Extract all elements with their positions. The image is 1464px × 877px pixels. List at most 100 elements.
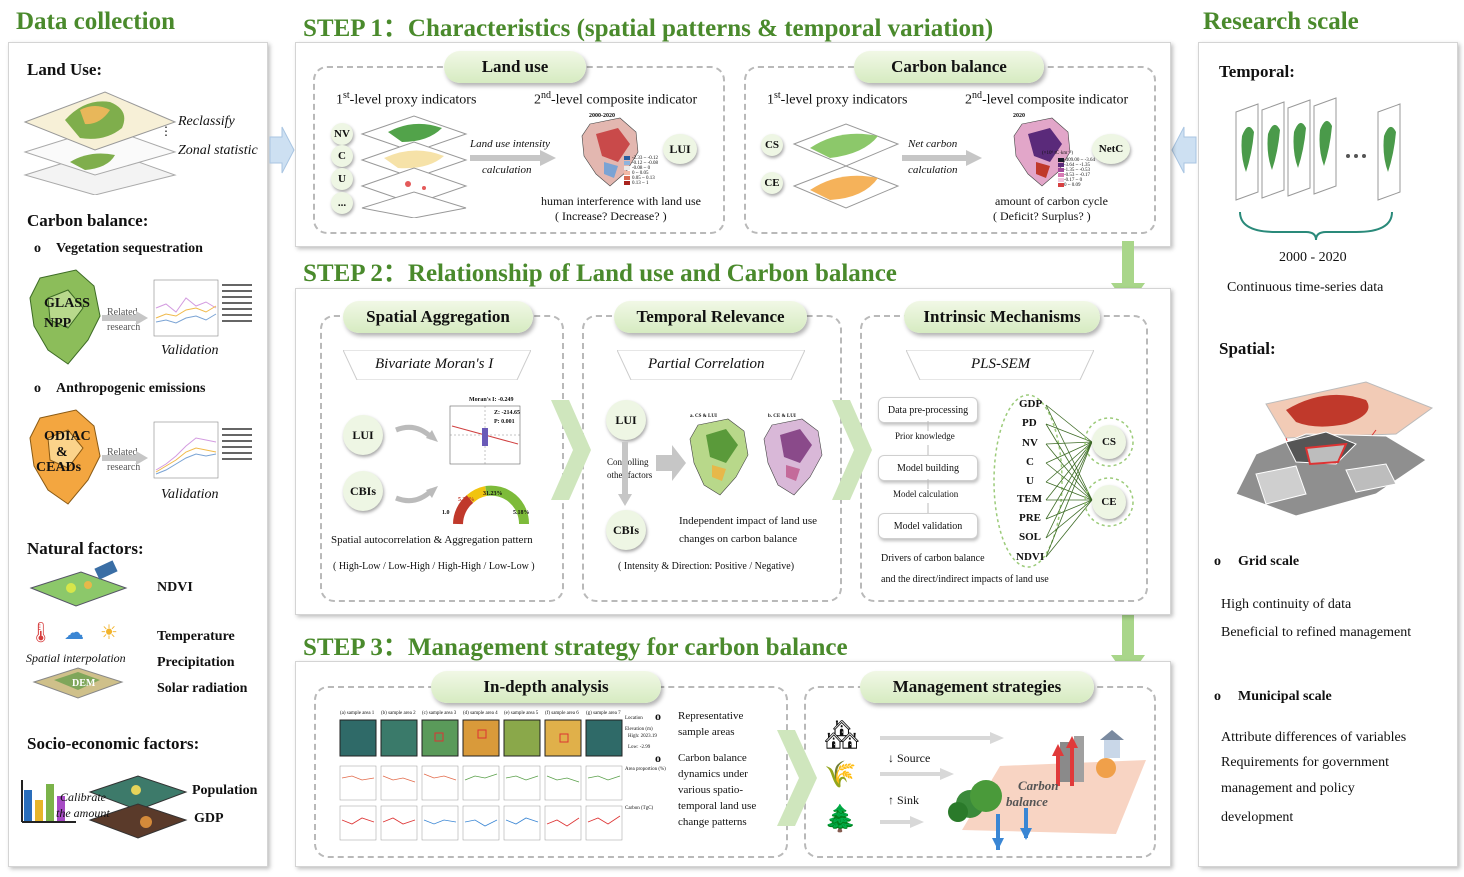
gray-arrow-icon [102, 451, 148, 465]
legend-high-label: High: 2023.19 [628, 734, 657, 739]
lui-node: LUI [663, 134, 697, 164]
gauge-c-label: 1.0 [442, 510, 450, 516]
validation-chart-2 [153, 421, 252, 479]
rain-cloud-icon: ☁ [64, 622, 84, 644]
lui-node-sa: LUI [343, 415, 383, 455]
sem-flow-line [927, 421, 929, 513]
bullet-icon: o [34, 241, 41, 256]
cb-calc-label-2: calculation [908, 164, 958, 176]
grid-line-2: Beneficial to refined management [1221, 625, 1412, 640]
cb-indicator-cs: CS [761, 134, 783, 156]
research-label-1: research [107, 322, 141, 333]
sample-area-charts [339, 765, 623, 841]
sem-step-calculation: Model calculation [893, 489, 959, 499]
temperature-label: Temperature [157, 629, 235, 644]
carbon-balance-label: Carbon balance: [27, 211, 149, 230]
land-use-layers-image [23, 91, 177, 195]
left-blue-arrow-icon [1171, 126, 1197, 174]
validation-label-2: Validation [161, 487, 219, 502]
related-label-2: Related [107, 447, 138, 458]
carbon-word-label: Carbon [1018, 778, 1059, 793]
sem-var-gdp: GDP [1019, 398, 1043, 410]
odiac-label: ODIAC [44, 429, 91, 444]
bullet2-line1: Carbon balance [678, 752, 747, 764]
lu-legend-4: 0.05 ~ 0.13 [632, 176, 655, 181]
source-label: ↓ Source [888, 751, 931, 765]
grid-scale-label: Grid scale [1238, 554, 1300, 569]
gauge-b-label: 31.23% [483, 491, 503, 497]
municipal-line-2: Requirements for government [1221, 755, 1389, 770]
sem-var-pd: PD [1022, 417, 1037, 429]
data-collection-header: Data collection [16, 8, 175, 35]
reclassify-label: Reclassify [178, 114, 235, 129]
bullet2-line5: change patterns [678, 816, 747, 828]
in-depth-analysis-pill: In-depth analysis [431, 671, 661, 703]
bar-chart-icon [21, 780, 76, 823]
sa-caption-2: ( High-Low / Low-High / High-High / Low-… [333, 561, 535, 572]
management-strategies-pill: Management strategies [860, 671, 1094, 703]
continuous-label: Continuous time-series data [1227, 280, 1384, 295]
sem-path-arrows [1045, 404, 1093, 558]
lu-legend-1: -0.12 ~ -0.08 [632, 161, 659, 166]
cb-indicator-ce: CE [761, 172, 783, 194]
sem-out-ce: CE [1092, 485, 1126, 519]
cb-legend-5: 0 ~ 0.09 [1064, 183, 1081, 188]
forest-icon: 🌲 [824, 804, 857, 833]
research-scale-header: Research scale [1203, 8, 1359, 35]
bracket-icon [1239, 211, 1393, 240]
curved-arrows-icon [395, 424, 438, 504]
lu-legend-5: 0.13 ~ 1 [632, 181, 649, 186]
sem-var-nv: NV [1022, 437, 1038, 449]
land-use-pill: Land use [444, 51, 586, 83]
temporal-relevance-pill: Temporal Relevance [614, 301, 807, 333]
cb-calc-label-1: Net carbon [908, 138, 958, 150]
npp-label: NPP [44, 316, 72, 331]
sun-icon: ☀ [100, 622, 118, 644]
map-b-label: b. CE & LUI [768, 414, 796, 419]
bullet-icon: o [1214, 554, 1221, 569]
sample-label-7: (g) sample area 7 [586, 711, 621, 716]
step1-header: STEP 1：Characteristics (spatial patterns… [303, 15, 994, 42]
bullet2-line3: various spatio- [678, 784, 744, 796]
tr-caption-1: Independent impact of land use [679, 515, 818, 527]
bullet-icon: o [1214, 689, 1221, 704]
tr-caption-3: ( Intensity & Direction: Positive / Nega… [618, 561, 795, 572]
map-a-label: a. CS & LUI [690, 414, 717, 419]
gauge-chart [453, 485, 530, 525]
sem-step-validation: Model validation [878, 513, 978, 539]
natural-factors-label: Natural factors: [27, 539, 144, 558]
method-ribbon [343, 350, 531, 380]
glass-label: GLASS [44, 296, 90, 311]
method-ribbon [906, 350, 1094, 380]
lu-first-level-label: 1st-level proxy indicators [336, 90, 477, 108]
lui-map [581, 117, 639, 187]
legend-location-label: Location [625, 716, 643, 721]
the-amount-label: the amount [56, 806, 110, 820]
municipal-line-1: Attribute differences of variables [1221, 730, 1407, 745]
cbis-node-sa: CBIs [343, 471, 383, 511]
sem-var-u: U [1026, 475, 1034, 487]
legend-low-label: Low: -2.99 [628, 745, 651, 750]
sample-label-3: (c) sample area 3 [422, 711, 457, 716]
intrinsic-mechanisms-pill: Intrinsic Mechanisms [904, 301, 1100, 333]
lu-indicator-more: ... [331, 192, 353, 214]
bullet-icon: o [34, 381, 41, 396]
grid-line-1: High continuity of data [1221, 597, 1352, 612]
bullet-icon: o [655, 709, 661, 723]
cs-lui-correlation-map [689, 418, 749, 496]
legend-carbon-label: Carbon (TgC) [625, 806, 654, 811]
spatial-label: Spatial: [1219, 339, 1276, 358]
netc-map [1013, 117, 1071, 187]
lu-legend-0: -2.33 ~ -0.12 [632, 156, 659, 161]
sem-var-tem: TEM [1017, 493, 1043, 505]
municipal-scale-label: Municipal scale [1238, 689, 1332, 704]
moran-scatter-chart [449, 405, 521, 465]
municipal-line-3: management and policy [1221, 781, 1355, 796]
pls-sem-label: PLS-SEM [971, 356, 1031, 372]
ceads-label: CEADs [36, 460, 82, 475]
population-label: Population [192, 783, 258, 798]
sample-label-6: (f) sample area 6 [545, 711, 579, 716]
gray-arrow-icon [470, 150, 556, 166]
down-gray-arrow-icon [618, 442, 632, 506]
cb-legend-4: -0.17 ~ 0 [1064, 178, 1083, 183]
